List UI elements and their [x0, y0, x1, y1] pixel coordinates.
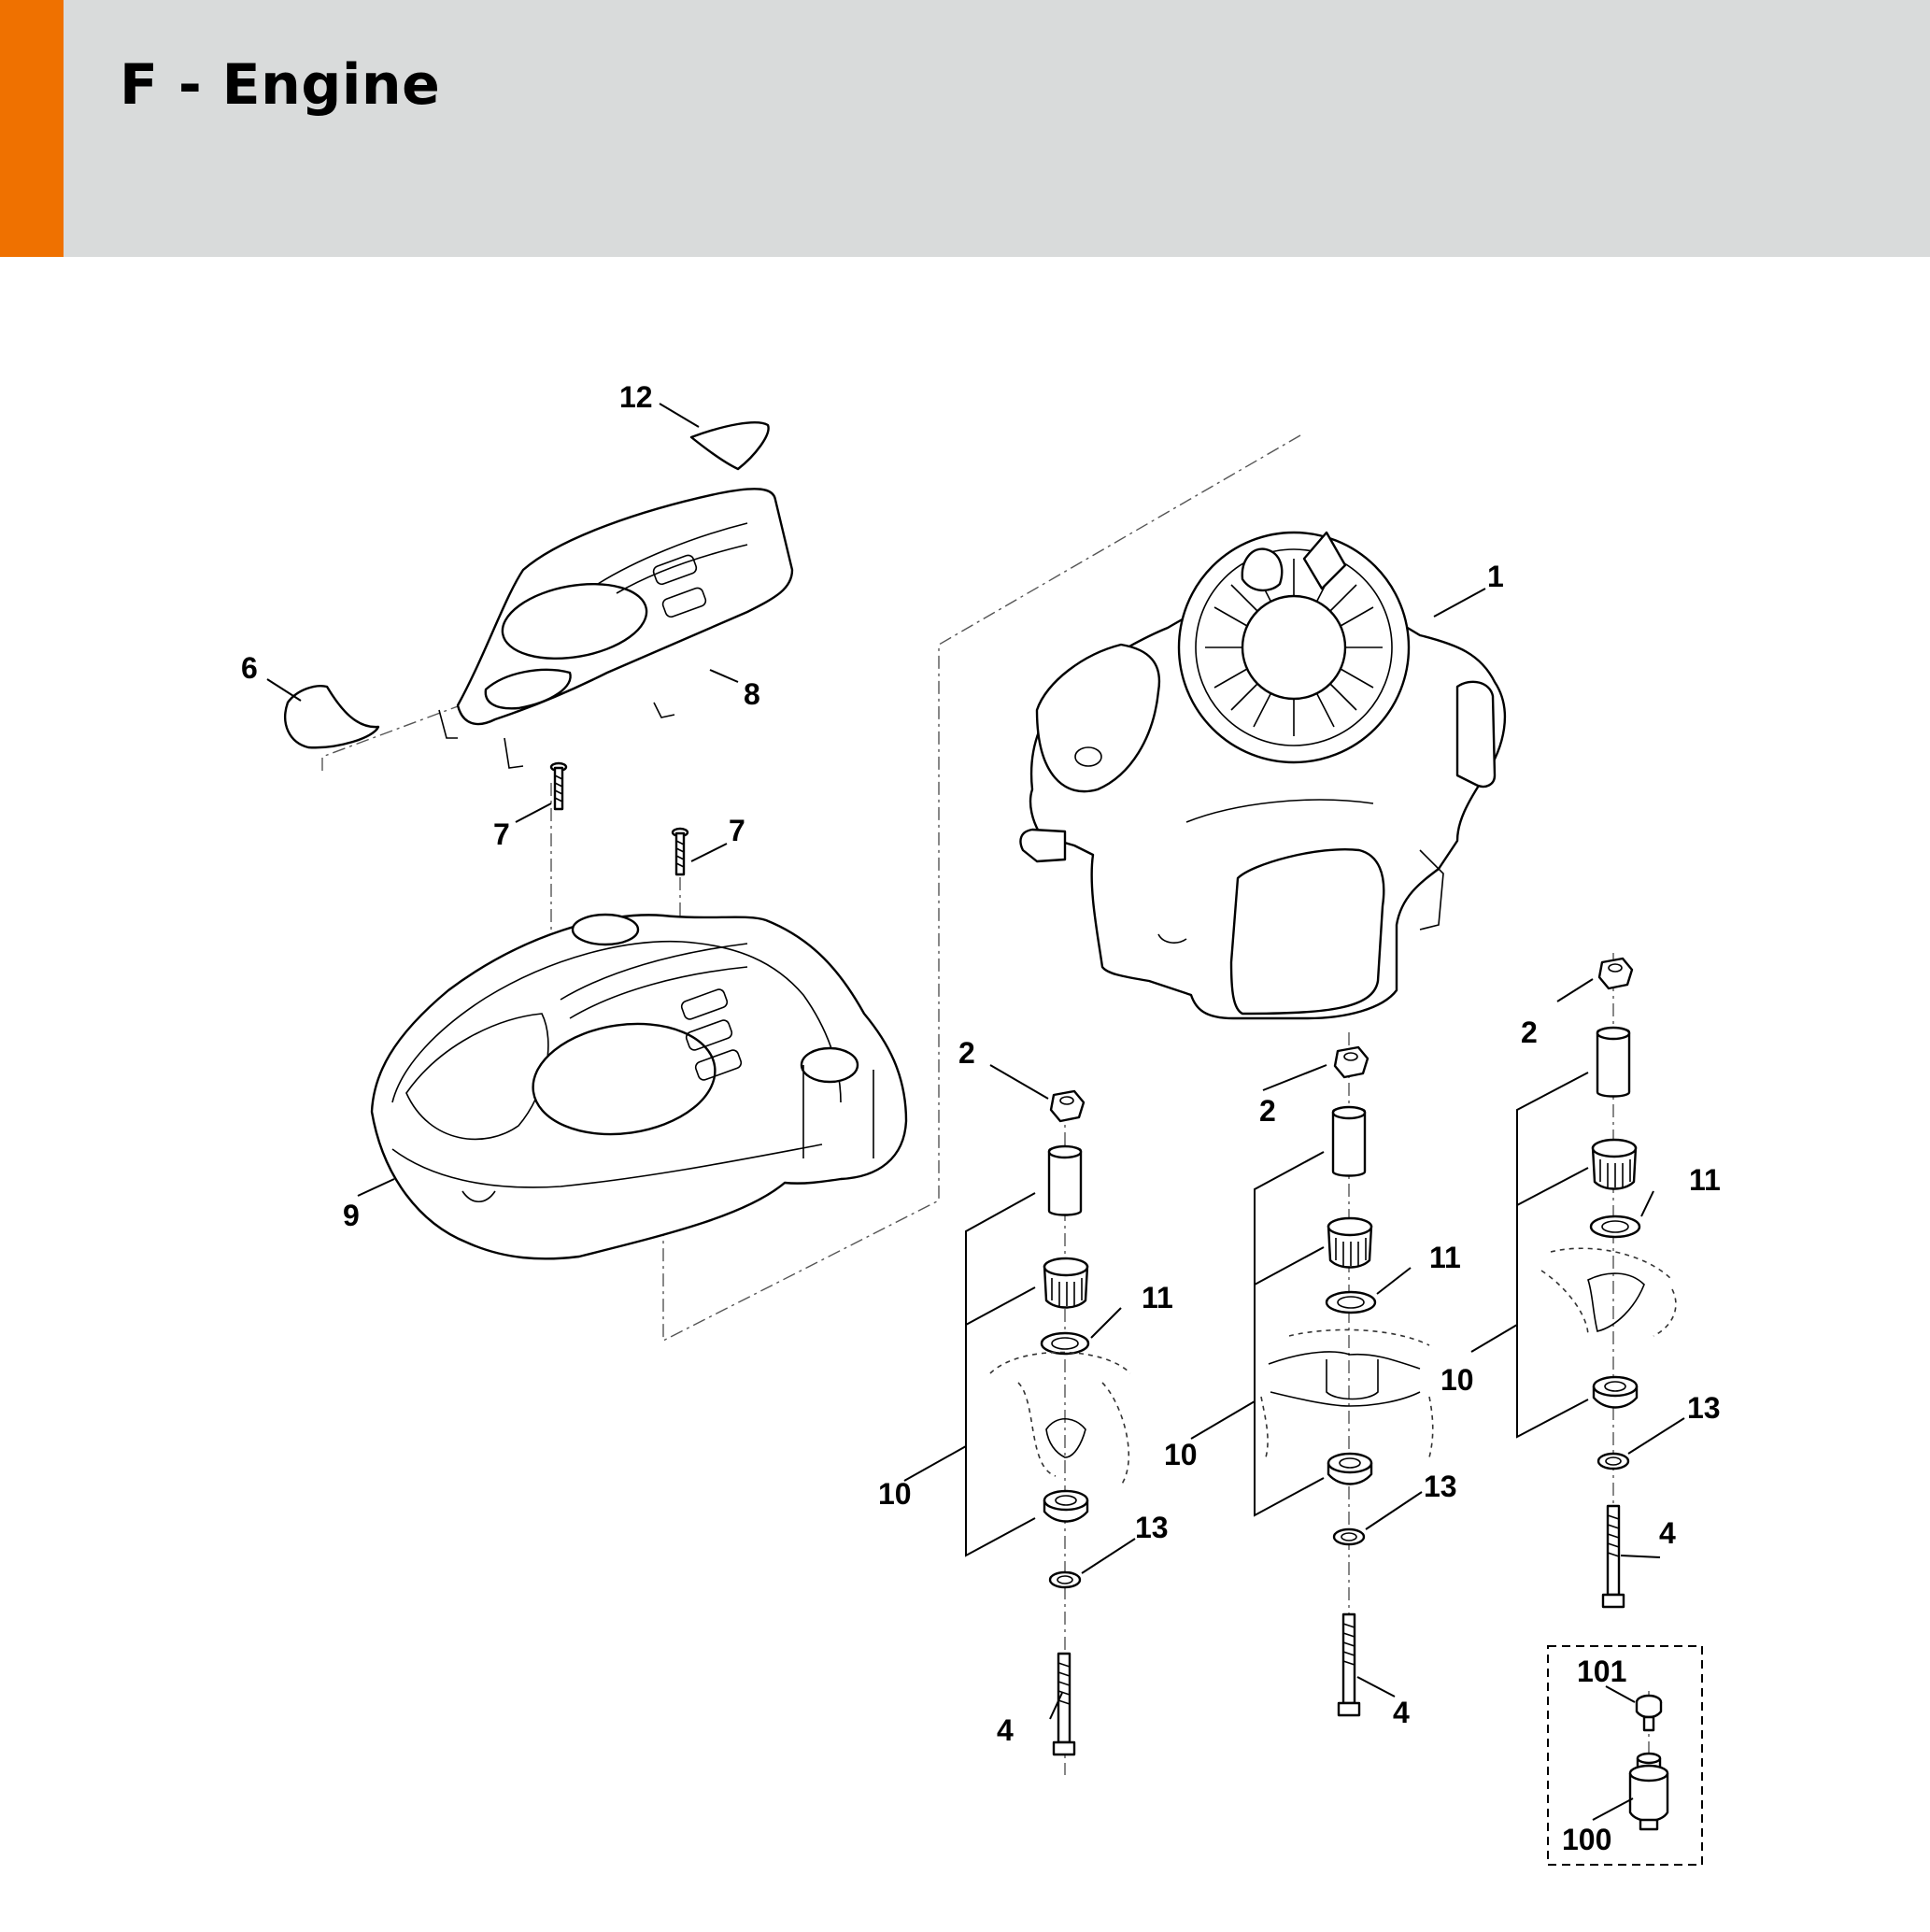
- small-washer-part-a: [1048, 1570, 1082, 1589]
- callout-4b: 4: [1393, 1696, 1410, 1729]
- callout-labels: 12 1 6 8 7 7 9 2 2 2 11 11 11 13 13 13 4…: [241, 380, 1721, 1856]
- callout-9: 9: [343, 1199, 360, 1232]
- header-accent-bar: [0, 0, 64, 257]
- callout-10c: 10: [1440, 1363, 1474, 1397]
- callout-2c: 2: [1521, 1016, 1538, 1049]
- option-part-101: [1635, 1694, 1663, 1732]
- upper-cover-part: [438, 488, 794, 769]
- mount-stack-right: [1516, 957, 1677, 1609]
- callout-13a: 13: [1135, 1511, 1169, 1544]
- bracket-part-b: [1254, 1151, 1325, 1517]
- mount-stack-left: [965, 1089, 1131, 1756]
- lower-cover-part: [370, 913, 908, 1260]
- callout-6: 6: [241, 651, 258, 685]
- callout-11c: 11: [1689, 1163, 1721, 1197]
- callout-10b: 10: [1164, 1438, 1198, 1471]
- engine-part: [1019, 531, 1507, 1020]
- leader-lines: [266, 403, 1685, 1821]
- nut-part-a: [1049, 1089, 1086, 1123]
- washer-part-a: [1040, 1331, 1090, 1356]
- washer-part-b: [1325, 1290, 1377, 1314]
- screw-part-b: [671, 827, 689, 876]
- callout-101: 101: [1577, 1655, 1626, 1688]
- bushing-part-b: [1327, 1224, 1373, 1269]
- bolt-part-c: [1601, 1504, 1625, 1609]
- washer-part-c: [1589, 1215, 1641, 1239]
- small-washer-part-b: [1332, 1527, 1366, 1546]
- callout-2b: 2: [1259, 1094, 1276, 1128]
- callout-8: 8: [744, 677, 760, 711]
- page-header: F - Engine: [0, 0, 1930, 257]
- nut-part-c: [1597, 957, 1634, 990]
- mount-stack-middle: [1254, 1045, 1434, 1717]
- bracket-part-c: [1516, 1072, 1589, 1439]
- bolt-part-a: [1052, 1652, 1076, 1756]
- option-part-100: [1628, 1752, 1669, 1831]
- bushing-part-a: [1043, 1264, 1089, 1309]
- page-title: F - Engine: [120, 52, 441, 118]
- callout-4c: 4: [1659, 1516, 1676, 1550]
- screw-part-a: [549, 761, 568, 811]
- callout-4a: 4: [997, 1713, 1014, 1747]
- callout-13c: 13: [1687, 1391, 1721, 1425]
- nut-part-b: [1333, 1045, 1369, 1079]
- callout-12: 12: [619, 380, 653, 414]
- callout-2a: 2: [958, 1036, 975, 1070]
- bracket-part-a: [965, 1192, 1036, 1557]
- callout-11b: 11: [1429, 1241, 1461, 1274]
- callout-1: 1: [1487, 560, 1504, 593]
- callout-100: 100: [1562, 1823, 1611, 1856]
- bushing-part-c: [1591, 1145, 1638, 1190]
- decal-left-part: [284, 685, 380, 749]
- callout-13b: 13: [1424, 1470, 1457, 1503]
- callout-10a: 10: [878, 1477, 912, 1511]
- decal-top-part: [689, 421, 770, 471]
- callout-7a: 7: [493, 817, 510, 851]
- callout-7b: 7: [729, 814, 745, 847]
- optional-parts-box: [1547, 1645, 1703, 1866]
- callout-11a: 11: [1142, 1281, 1173, 1314]
- bolt-part-b: [1337, 1612, 1361, 1717]
- small-washer-part-c: [1597, 1452, 1630, 1470]
